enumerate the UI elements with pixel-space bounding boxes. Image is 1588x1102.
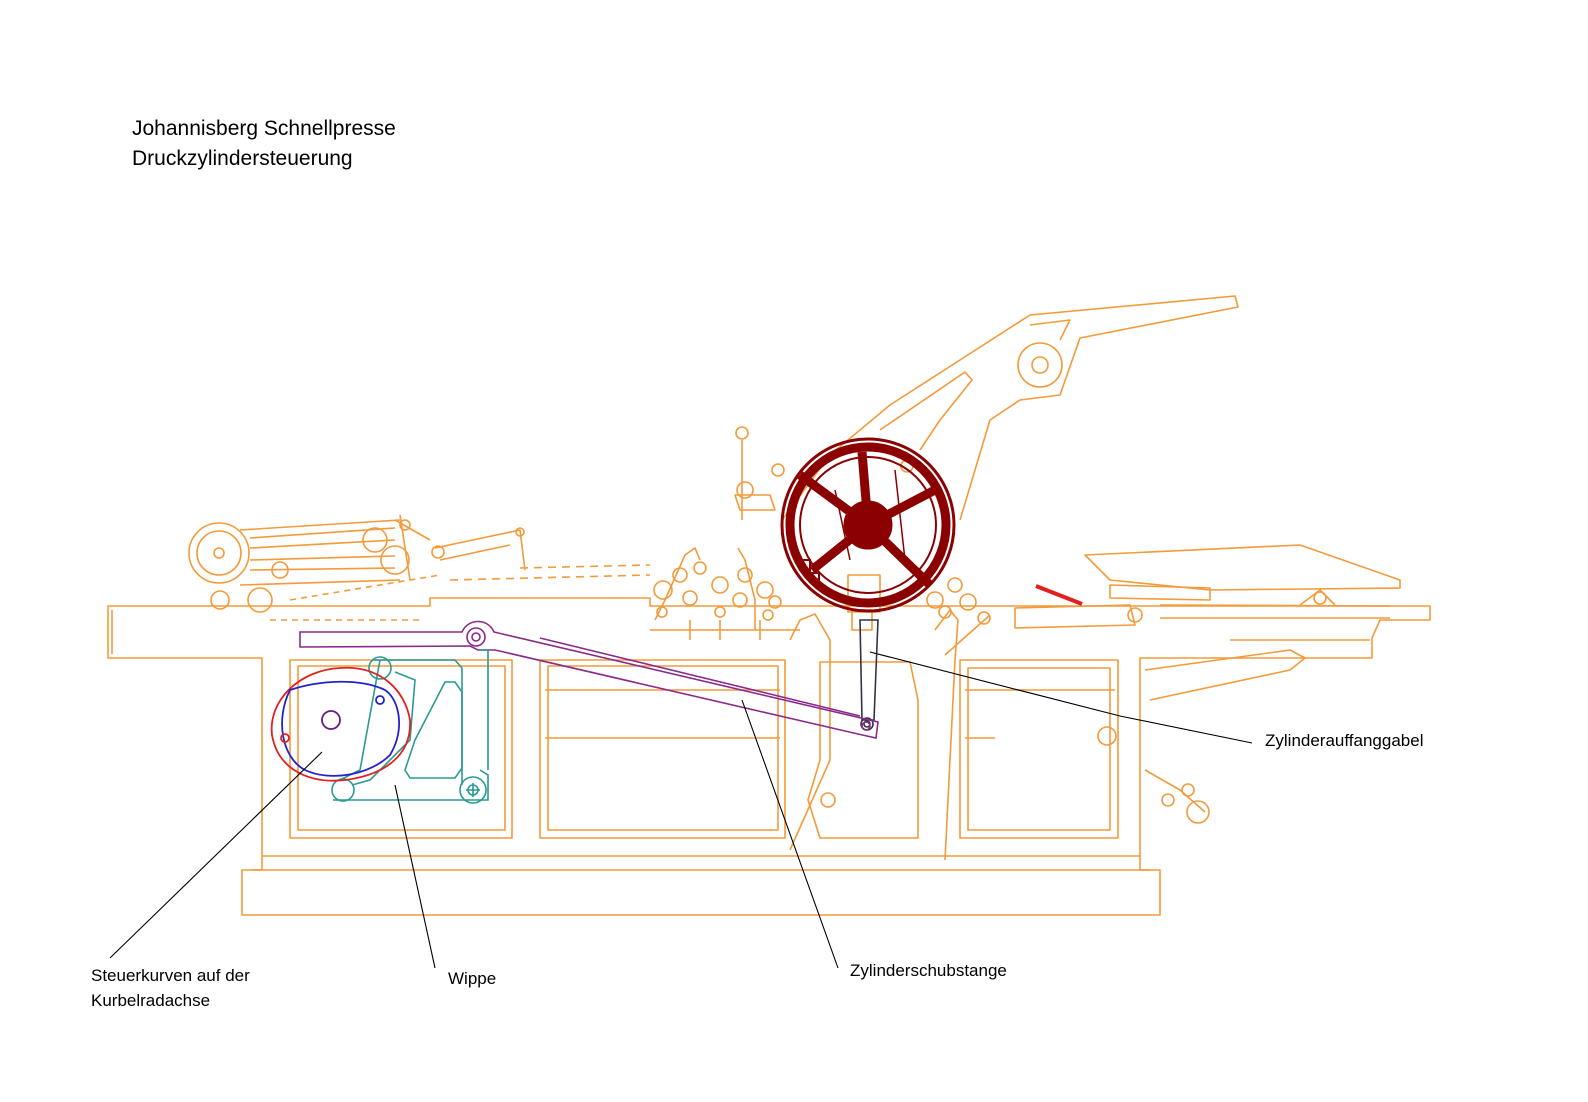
- title-line-2: Druckzylindersteuerung: [132, 147, 353, 170]
- cylinder-catch-fork: [859, 619, 879, 731]
- leader-lines: [109, 651, 1253, 969]
- leader-wippe: [394, 784, 436, 969]
- label-steuerkurven: Steuerkurven auf der Kurbelradachse: [91, 963, 250, 1013]
- label-zylinderschubstange: Zylinderschubstange: [850, 961, 1007, 980]
- label-steuerkurven-line-1: Steuerkurven auf der: [91, 966, 250, 985]
- label-steuerkurven-line-2: Kurbelradachse: [91, 991, 211, 1010]
- label-zylinderauffanggabel: Zylinderauffanggabel: [1265, 731, 1424, 750]
- title-block: Johannisberg Schnellpresse Druckzylinder…: [132, 114, 396, 174]
- impression-cylinder: [780, 437, 956, 613]
- rocker: [331, 649, 489, 804]
- label-wippe: Wippe: [448, 969, 497, 988]
- leader-zylinderschubstange: [741, 699, 839, 969]
- leader-zylinderauffanggabel: [869, 651, 1253, 744]
- red-marker: [1035, 584, 1083, 606]
- leader-steuerkurven: [109, 751, 323, 959]
- press-frame: [107, 295, 1431, 916]
- control-cams: [270, 666, 411, 782]
- title-line-1: Johannisberg Schnellpresse: [132, 117, 396, 140]
